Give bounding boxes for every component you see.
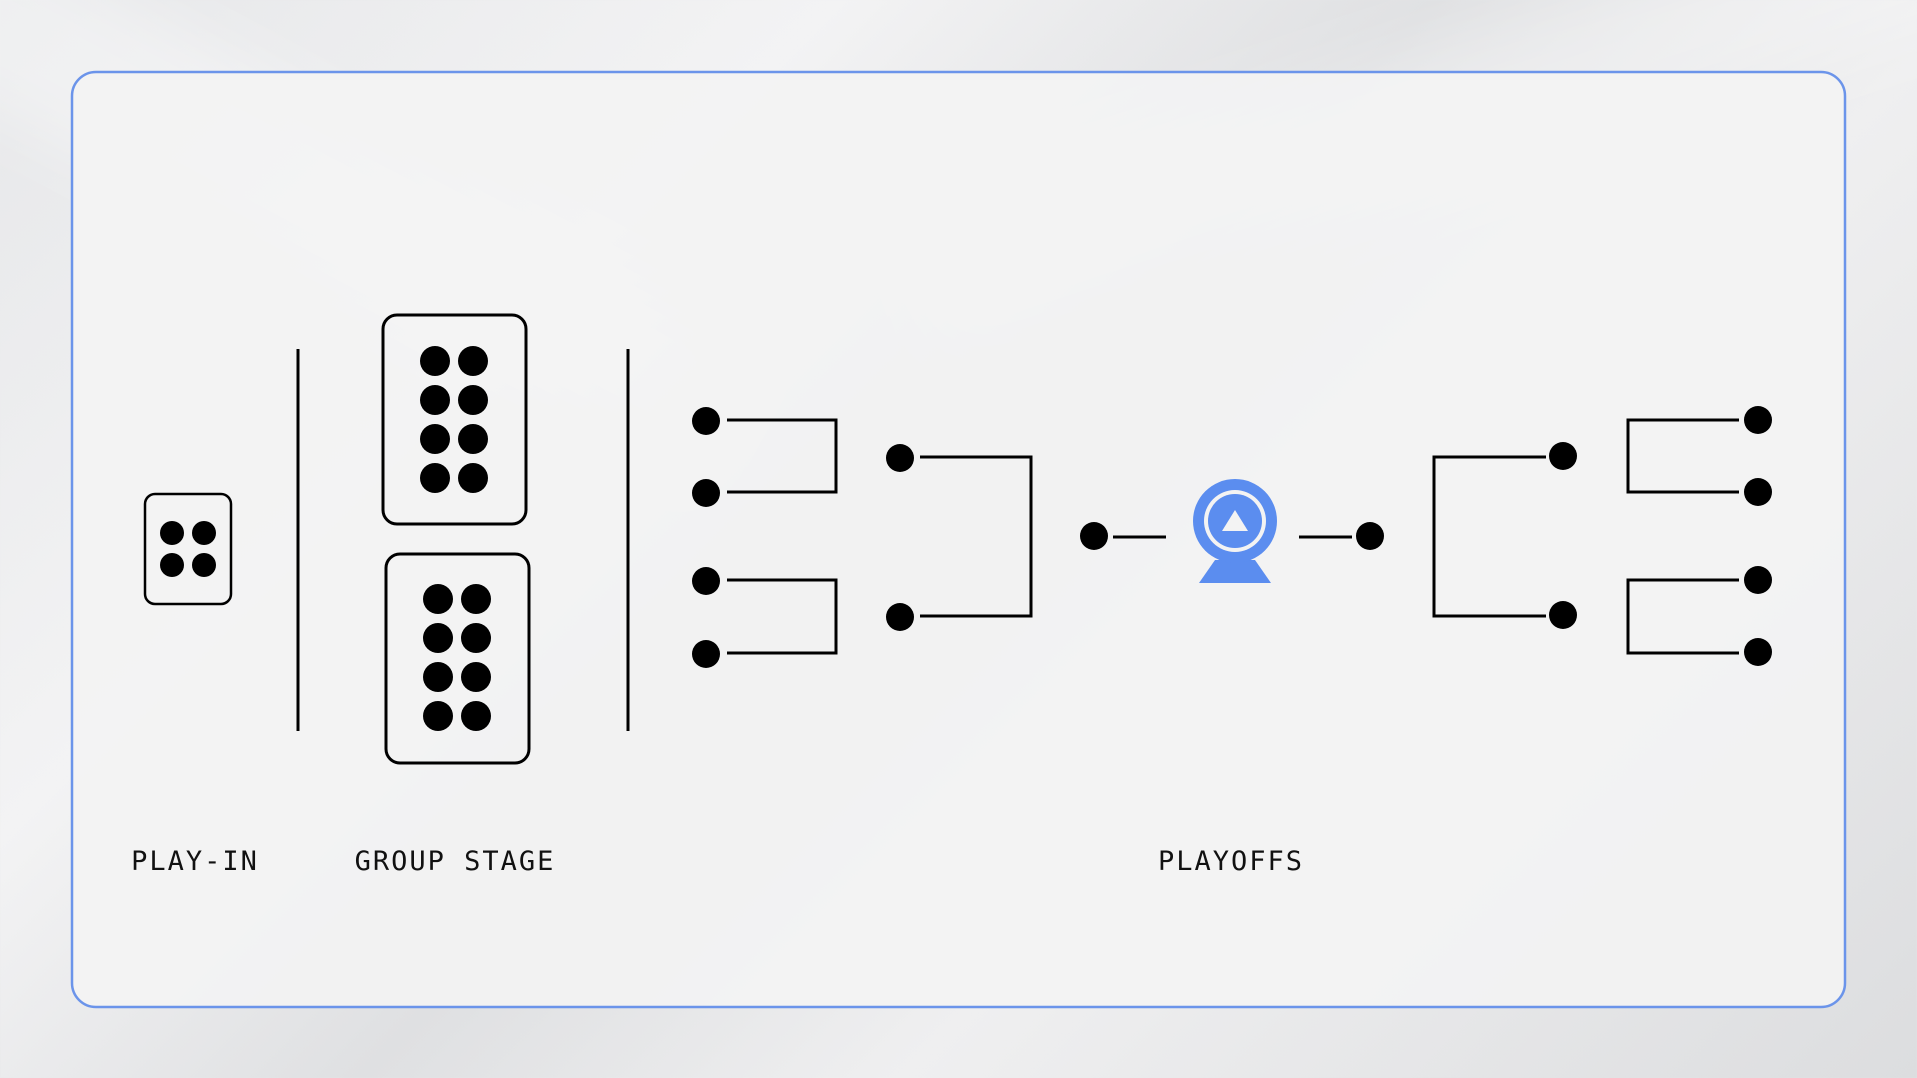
play-in-teams xyxy=(160,521,216,577)
team-dot xyxy=(423,701,453,731)
team-dot xyxy=(1549,442,1577,470)
team-dot xyxy=(160,521,184,545)
bracket-connector xyxy=(727,418,838,494)
team-dot xyxy=(1744,566,1772,594)
team-dot xyxy=(1744,478,1772,506)
team-dot xyxy=(461,701,491,731)
team-dot xyxy=(886,444,914,472)
team-dot xyxy=(423,584,453,614)
group-a-box xyxy=(381,313,528,526)
team-dot xyxy=(458,463,488,493)
group-stage-label: GROUP STAGE xyxy=(354,846,556,877)
playoffs-label: PLAYOFFS xyxy=(1157,846,1305,877)
team-dot xyxy=(1549,601,1577,629)
team-dot xyxy=(1744,638,1772,666)
play-in-group-box xyxy=(143,492,233,606)
bracket-connector xyxy=(1626,578,1739,655)
team-dot xyxy=(1080,522,1108,550)
group-a-teams xyxy=(420,346,488,493)
team-dot xyxy=(461,662,491,692)
team-dot xyxy=(420,424,450,454)
team-dot xyxy=(423,623,453,653)
left-bracket-teams xyxy=(692,407,1108,668)
team-dot xyxy=(1356,522,1384,550)
bracket-connector xyxy=(1432,455,1546,618)
team-dot xyxy=(420,385,450,415)
team-dot xyxy=(692,640,720,668)
team-dot xyxy=(458,346,488,376)
bracket-connector xyxy=(920,455,1033,618)
trophy-base xyxy=(1199,560,1271,583)
team-dot xyxy=(420,463,450,493)
trophy-triangle xyxy=(1222,510,1248,531)
team-dot xyxy=(192,553,216,577)
team-dot xyxy=(692,567,720,595)
team-dot xyxy=(160,553,184,577)
right-bracket-teams xyxy=(1356,406,1772,666)
team-dot xyxy=(692,479,720,507)
team-dot xyxy=(423,662,453,692)
team-dot xyxy=(458,385,488,415)
group-b-teams xyxy=(423,584,491,731)
trophy-icon xyxy=(1193,479,1277,583)
team-dot xyxy=(458,424,488,454)
play-in-label: PLAY-IN xyxy=(131,846,259,877)
team-dot xyxy=(461,623,491,653)
team-dot xyxy=(461,584,491,614)
team-dot xyxy=(886,603,914,631)
team-dot xyxy=(692,407,720,435)
group-b-box xyxy=(384,552,531,765)
right-bracket xyxy=(1299,418,1739,655)
team-dot xyxy=(1744,406,1772,434)
bracket-connector xyxy=(727,578,838,655)
team-dot xyxy=(420,346,450,376)
team-dot xyxy=(192,521,216,545)
left-bracket xyxy=(727,418,1166,655)
bracket-connector xyxy=(1626,418,1739,494)
diagram-panel xyxy=(70,70,1847,1009)
